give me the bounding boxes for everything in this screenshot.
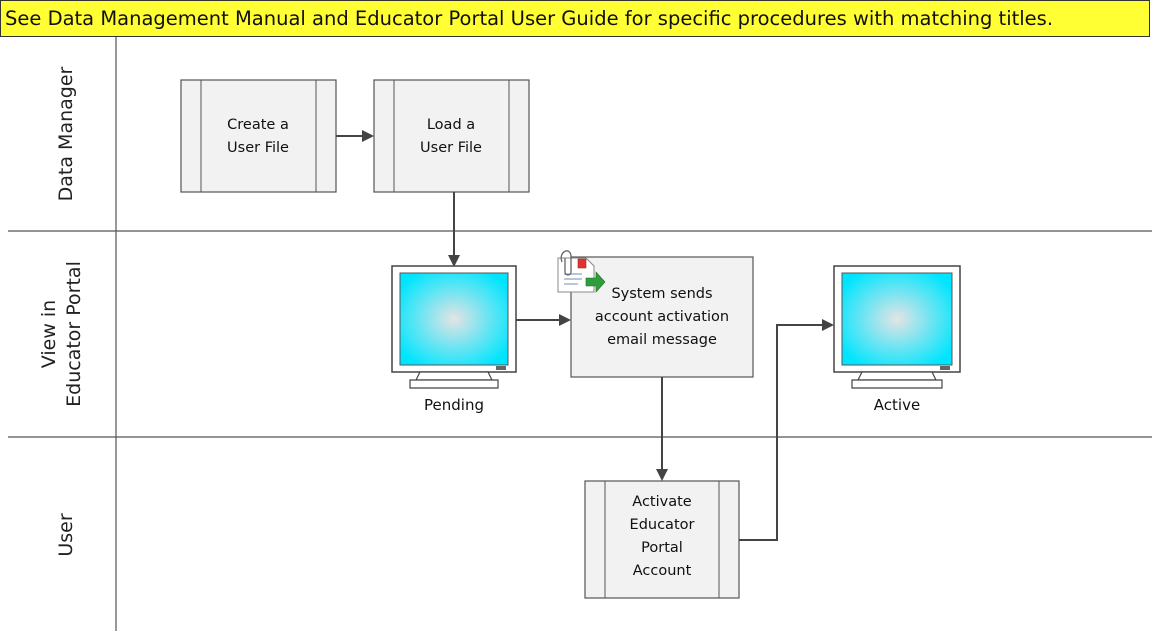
create-label-line2: User File — [227, 140, 289, 156]
instruction-banner: See Data Management Manual and Educator … — [0, 0, 1150, 37]
email-label-line2: account activation — [595, 309, 729, 325]
email-label-line3: email message — [607, 332, 717, 348]
activate-label-line2: Educator — [630, 517, 695, 533]
lane-label-data-manager: Data Manager — [55, 66, 77, 201]
step-activate-account: Activate Educator Portal Account — [584, 480, 740, 599]
load-label-line2: User File — [420, 140, 482, 156]
lane-label-user: User — [55, 513, 77, 556]
lane-label-view-portal-line1: View in — [38, 300, 60, 368]
load-label-line1: Load a — [427, 117, 475, 133]
step-load-user-file: Load a User File — [373, 79, 530, 193]
monitor-pending-icon — [391, 265, 517, 389]
create-label-line1: Create a — [227, 117, 289, 133]
email-label-line1: System sends — [611, 286, 712, 302]
lane-label-view-portal-line2: Educator Portal — [63, 261, 85, 407]
monitor-pending-label: Pending — [424, 396, 484, 414]
email-attachment-icon — [557, 250, 606, 293]
activate-label-line4: Account — [633, 563, 692, 579]
activate-label-line3: Portal — [641, 540, 683, 556]
activate-label-line1: Activate — [632, 494, 692, 510]
step-create-user-file: Create a User File — [180, 79, 337, 193]
arrow-activate-to-active — [739, 319, 834, 541]
monitor-active-label: Active — [874, 396, 920, 414]
monitor-active-icon — [833, 265, 961, 389]
